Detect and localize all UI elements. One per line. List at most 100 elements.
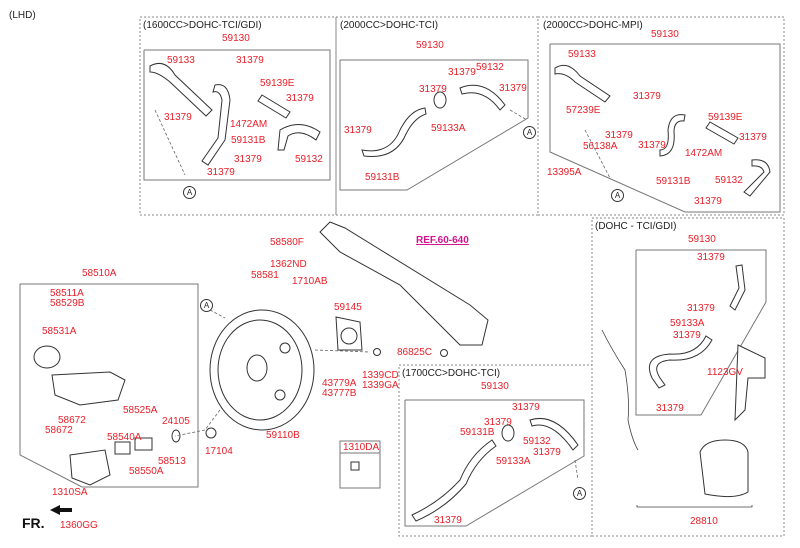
part-label-58531a[interactable]: 58531A	[42, 326, 77, 337]
part-label-1339cd[interactable]: 1339CD	[362, 370, 399, 381]
part-label-31379[interactable]: 31379	[694, 196, 722, 207]
reservoir-cap-58531a	[33, 345, 61, 369]
part-label-1472am[interactable]: 1472AM	[230, 119, 268, 130]
hose-59132-mpi	[743, 159, 771, 197]
variant-label: (LHD)	[9, 10, 36, 21]
part-label-58540a[interactable]: 58540A	[107, 432, 142, 443]
hose-59131b-mpi	[659, 114, 686, 157]
part-label-59110b[interactable]: 59110B	[266, 430, 300, 441]
part-label-1710ab[interactable]: 1710AB	[292, 276, 328, 287]
part-label-31379[interactable]: 31379	[419, 84, 447, 95]
part-label-59130[interactable]: 59130	[481, 381, 509, 392]
reference-link[interactable]: REF.60-640	[416, 235, 469, 246]
part-label-59130[interactable]: 59130	[416, 40, 444, 51]
part-label-58511a[interactable]: 58511A	[50, 288, 84, 299]
part-label-31379[interactable]: 31379	[673, 330, 701, 341]
part-label-59145[interactable]: 59145	[334, 302, 362, 313]
part-label-56138a[interactable]: 56138A	[583, 141, 618, 152]
part-label-31379[interactable]: 31379	[448, 67, 476, 78]
callout-a-marker: A	[611, 189, 624, 202]
part-label-31379[interactable]: 31379	[512, 402, 540, 413]
panel-2000mpi-border	[537, 16, 785, 216]
part-label-58513[interactable]: 58513	[158, 456, 186, 467]
part-label-43779a[interactable]: 43779A	[322, 378, 357, 389]
part-label-59132[interactable]: 59132	[715, 175, 743, 186]
part-label-31379[interactable]: 31379	[434, 515, 462, 526]
part-label-31379[interactable]: 31379	[207, 167, 235, 178]
assy-box-2000tci	[339, 59, 529, 191]
part-label-31379[interactable]: 31379	[638, 140, 666, 151]
part-label-59131b[interactable]: 59131B	[460, 427, 495, 438]
hose-lower-gdi	[648, 335, 713, 389]
part-label-28810[interactable]: 28810	[690, 516, 718, 527]
valve-59133a-1700	[501, 424, 515, 442]
part-label-31379[interactable]: 31379	[697, 252, 725, 263]
part-label-59133[interactable]: 59133	[167, 55, 195, 66]
part-label-59131b[interactable]: 59131B	[231, 135, 266, 146]
part-label-58581[interactable]: 58581	[251, 270, 279, 281]
part-label-57239e[interactable]: 57239E	[566, 105, 601, 116]
part-label-31379[interactable]: 31379	[633, 91, 661, 102]
assy-box-2000mpi	[549, 43, 781, 213]
part-label-31379[interactable]: 31379	[344, 125, 372, 136]
hose-59131b-tci	[361, 107, 427, 158]
part-label-24105[interactable]: 24105	[162, 416, 190, 427]
hose-59132-tci	[459, 84, 506, 111]
part-label-31379[interactable]: 31379	[687, 303, 715, 314]
part-label-59132[interactable]: 59132	[476, 62, 504, 73]
panel-2000mpi-title: (2000CC>DOHC-MPI)	[543, 20, 643, 31]
part-label-58510a[interactable]: 58510A	[82, 268, 117, 279]
hose-59131b	[201, 84, 231, 166]
seal-58550a	[134, 437, 153, 451]
part-label-59133[interactable]: 59133	[568, 49, 596, 60]
reservoir-58511a	[51, 371, 126, 406]
part-label-1360gg[interactable]: 1360GG	[60, 520, 98, 531]
part-label-1472am[interactable]: 1472AM	[685, 148, 723, 159]
part-label-58580f[interactable]: 58580F	[270, 237, 304, 248]
part-label-59131b[interactable]: 59131B	[656, 176, 691, 187]
part-label-31379[interactable]: 31379	[164, 112, 192, 123]
part-label-31379[interactable]: 31379	[739, 132, 767, 143]
part-label-31379[interactable]: 31379	[484, 417, 512, 428]
part-label-17104[interactable]: 17104	[205, 446, 233, 457]
hose-59133-mpi	[554, 64, 611, 103]
part-label-31379[interactable]: 31379	[499, 83, 527, 94]
part-label-31379[interactable]: 31379	[533, 447, 561, 458]
part-label-1362nd[interactable]: 1362ND	[270, 259, 307, 270]
part-label-31379[interactable]: 31379	[234, 154, 262, 165]
callout-a-marker: A	[523, 126, 536, 139]
nut-1339cd	[373, 348, 381, 356]
part-label-1339ga[interactable]: 1339GA	[362, 380, 399, 391]
bolt-86825c	[440, 349, 448, 357]
part-label-59130[interactable]: 59130	[688, 234, 716, 245]
part-label-58529b[interactable]: 58529B	[50, 298, 85, 309]
part-label-31379[interactable]: 31379	[605, 130, 633, 141]
wire-harness	[601, 329, 639, 451]
part-label-1310sa[interactable]: 1310SA	[52, 487, 88, 498]
part-label-58550a[interactable]: 58550A	[129, 466, 164, 477]
part-label-59130[interactable]: 59130	[651, 29, 679, 40]
part-label-58672[interactable]: 58672	[58, 415, 86, 426]
part-label-59132[interactable]: 59132	[295, 154, 323, 165]
part-label-31379[interactable]: 31379	[236, 55, 264, 66]
part-label-59131b[interactable]: 59131B	[365, 172, 400, 183]
dash-panel-ref	[319, 221, 489, 346]
part-label-31379[interactable]: 31379	[656, 403, 684, 414]
part-label-59139e[interactable]: 59139E	[708, 112, 743, 123]
part-label-59133a[interactable]: 59133A	[670, 318, 705, 329]
part-label-1123gv[interactable]: 1123GV	[707, 367, 743, 378]
part-label-59132[interactable]: 59132	[523, 436, 551, 447]
part-label-13395a[interactable]: 13395A	[547, 167, 582, 178]
part-label-59130[interactable]: 59130	[222, 33, 250, 44]
part-label-86825c[interactable]: 86825C	[397, 347, 433, 358]
part-label-31379[interactable]: 31379	[286, 93, 314, 104]
front-direction-label: FR.	[22, 515, 45, 531]
part-label-43777b[interactable]: 43777B	[322, 388, 357, 399]
part-label-58672[interactable]: 58672	[45, 425, 73, 436]
part-label-58525a[interactable]: 58525A	[123, 405, 158, 416]
part-label-1310da[interactable]: 1310DA	[343, 442, 380, 453]
part-label-59133a[interactable]: 59133A	[496, 456, 531, 467]
part-label-59133a[interactable]: 59133A	[431, 123, 466, 134]
part-label-59139e[interactable]: 59139E	[260, 78, 295, 89]
